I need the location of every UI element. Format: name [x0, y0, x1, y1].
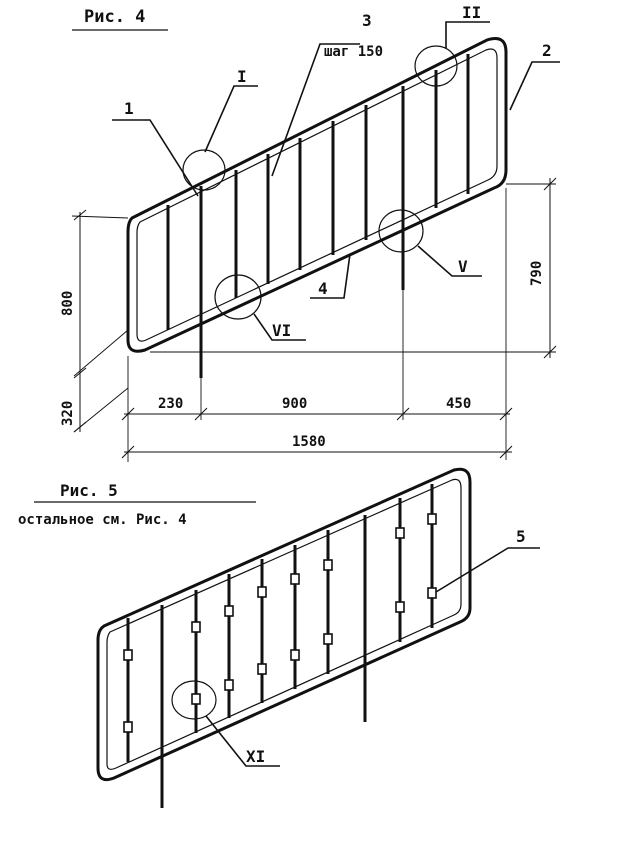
fig5-subtitle: остальное см. Рис. 4	[18, 512, 187, 528]
fig4-callout-I	[204, 85, 258, 153]
fig4-dim-800: 800	[60, 291, 76, 316]
fig4-pitch-label: шаг 150	[324, 44, 383, 60]
fig5-frame-inner	[106, 478, 462, 770]
fig4-part-4: 4	[318, 279, 328, 298]
fig5-detail-circle-XI	[171, 680, 217, 720]
figure-5: Рис. 5 остальное см. Рис. 4	[18, 467, 540, 808]
fig4-detail-I: I	[237, 67, 247, 86]
fig4-part-1: 1	[124, 99, 134, 118]
fig4-dimension-bottom	[121, 188, 513, 462]
fig4-frame-outer	[126, 37, 508, 353]
fig5-frame-outer	[96, 467, 472, 782]
fig4-callout-p2	[509, 61, 560, 111]
fig4-dim-230: 230	[158, 396, 183, 412]
fig4-callout-VI	[253, 313, 306, 341]
fig4-dimension-right	[150, 177, 557, 359]
fig4-detail-circle-V	[378, 209, 424, 253]
fig5-callout-XI	[205, 715, 280, 767]
fig4-dim-900: 900	[282, 396, 307, 412]
fig4-callout-V	[417, 245, 482, 277]
fig4-frame-inner	[136, 48, 498, 342]
fig4-balusters	[166, 54, 470, 330]
fig4-part-3: 3	[362, 11, 372, 30]
fig4-callout-II	[445, 21, 490, 48]
fig4-detail-circle-II	[414, 45, 458, 87]
fig4-detail-circle-I	[182, 149, 226, 191]
fig4-dim-450: 450	[446, 396, 471, 412]
figure-4: Рис. 4 I II V VI	[60, 3, 560, 462]
fig5-balusters	[126, 484, 434, 762]
fig4-dim-320: 320	[60, 401, 76, 426]
fig4-detail-circle-VI	[214, 274, 262, 320]
fig5-part-5: 5	[516, 527, 526, 546]
fig5-detail-XI: XI	[246, 747, 265, 766]
fig4-callout-p1	[112, 119, 199, 197]
fig4-dimension-left	[71, 209, 129, 433]
fig5-clamps	[123, 513, 437, 733]
fig5-title: Рис. 5	[60, 481, 118, 500]
fig4-detail-VI: VI	[272, 321, 291, 340]
fig4-callout-p3	[271, 43, 360, 177]
fig4-title: Рис. 4	[84, 7, 145, 27]
fig4-dim-1580: 1580	[292, 434, 326, 450]
fig4-callout-p4	[310, 253, 351, 299]
fig4-detail-II: II	[462, 3, 481, 22]
fig4-detail-V: V	[458, 257, 468, 276]
fig4-dim-790: 790	[529, 261, 545, 286]
fig4-part-2: 2	[542, 41, 552, 60]
fig5-callout-p5	[435, 547, 540, 593]
